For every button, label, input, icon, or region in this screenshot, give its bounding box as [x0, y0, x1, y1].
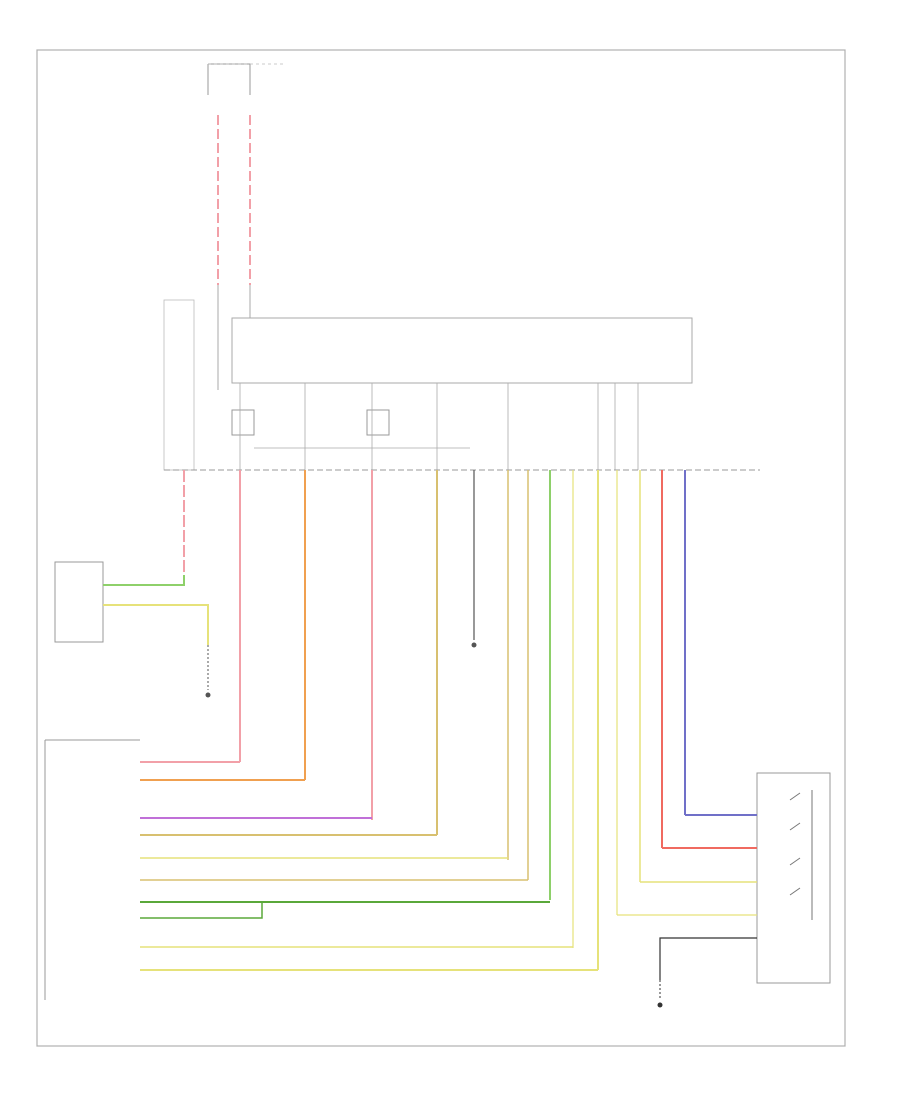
ground-2: [471, 642, 477, 648]
left-module: [44, 739, 140, 1000]
steering-col-switch: [617, 772, 831, 1008]
fuse-box-top: [207, 63, 285, 95]
vertical-wires: [183, 470, 686, 970]
central-module: [163, 299, 693, 471]
seat-belt-switch: [54, 561, 211, 698]
diagram-border: [36, 49, 846, 1047]
horizontal-wires-left: [140, 761, 598, 971]
